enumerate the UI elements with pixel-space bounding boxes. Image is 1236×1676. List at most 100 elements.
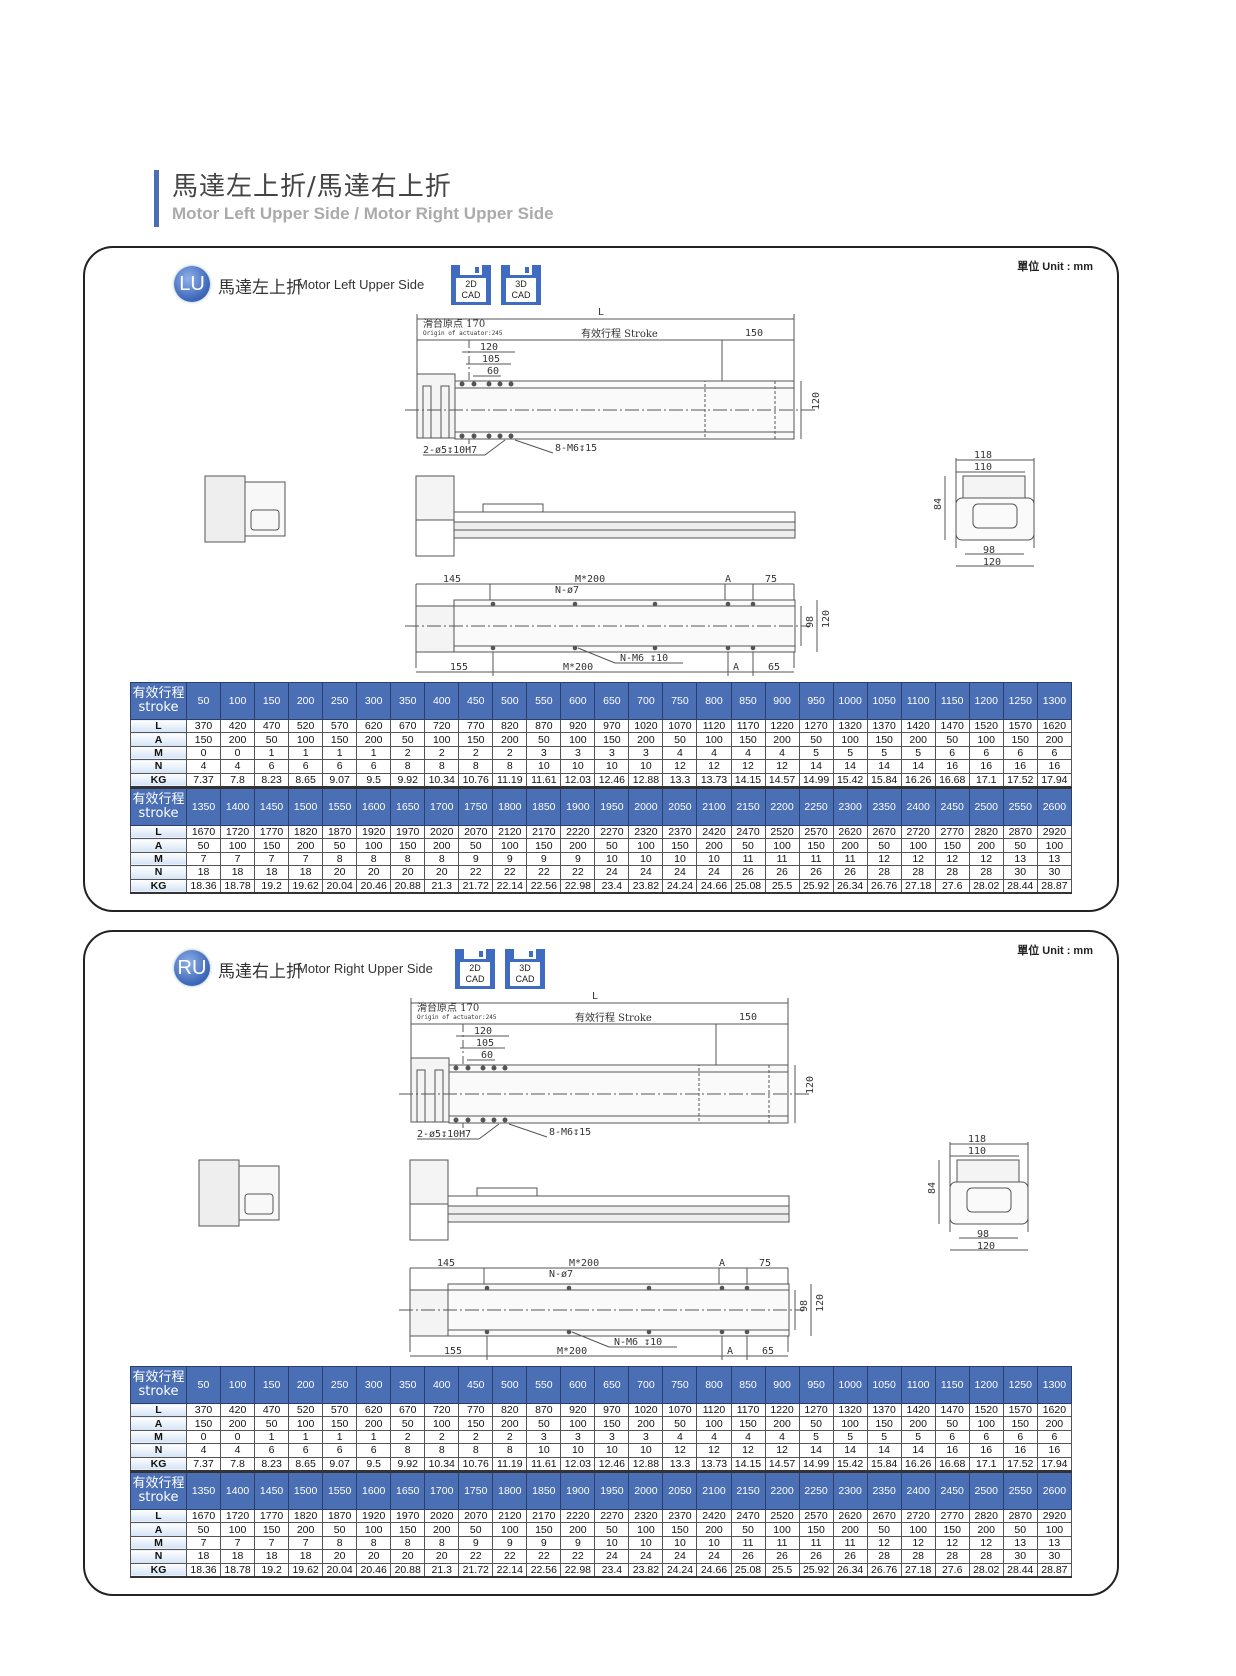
table-cell: 12.88 (628, 772, 664, 789)
table-cell: 10 (594, 1535, 630, 1551)
table-cell: 2 (492, 745, 528, 761)
dim-label: 65 (768, 662, 780, 673)
table-cell: 200 (764, 1416, 800, 1431)
table-cell: 28.87 (1036, 878, 1073, 894)
table-cell: 8 (492, 1443, 528, 1458)
table-cell: 22.56 (526, 878, 562, 894)
table-cell: 9.07 (322, 772, 358, 789)
dim-label: 84 (927, 1182, 938, 1194)
table-cell: 670 (390, 718, 426, 734)
stroke-value: 1700 (424, 785, 460, 826)
table-cell: 22 (492, 1549, 528, 1564)
table-cell: 25.5 (764, 1562, 800, 1578)
stroke-value: 200 (288, 1366, 324, 1404)
table-cell: 30 (1036, 1549, 1073, 1564)
stroke-value: 1200 (968, 1366, 1004, 1404)
table-cell: 6 (322, 1443, 358, 1458)
table-cell: 2 (390, 1429, 426, 1445)
table-cell: 12 (934, 1535, 970, 1551)
table-cell: 7.37 (185, 772, 222, 789)
table-cell: 10 (696, 851, 732, 867)
table-cell: 8 (458, 759, 494, 774)
table-cell: 100 (764, 1522, 800, 1537)
table-cell: 10 (526, 1443, 562, 1458)
table-cell: 24.24 (662, 878, 698, 894)
table-cell: 11 (764, 851, 800, 867)
stroke-value: 700 (628, 682, 664, 720)
table-cell: 1620 (1036, 1402, 1073, 1418)
table-cell: 6 (968, 1429, 1004, 1445)
table-cell: 26 (730, 1549, 766, 1564)
table-cell: 2 (458, 745, 494, 761)
floppy-disk-icon (510, 265, 532, 275)
row-label: KG (130, 1456, 187, 1473)
stroke-value: 900 (764, 1366, 800, 1404)
table-cell: 25.08 (730, 1562, 766, 1578)
table-cell: 12 (730, 759, 766, 774)
table-cell: 11 (764, 1535, 800, 1551)
table-cell: 150 (866, 1416, 902, 1431)
table-cell: 4 (185, 1443, 222, 1458)
stroke-value: 1100 (900, 1366, 936, 1404)
dim-label: 滑台原点 170 (417, 1001, 479, 1014)
table-cell: 720 (424, 718, 460, 734)
stroke-value: 50 (185, 682, 222, 720)
table-cell: 1 (254, 1429, 290, 1445)
stroke-value: 750 (662, 682, 698, 720)
stroke-value: 2550 (1002, 1469, 1038, 1510)
table-cell: 150 (662, 1522, 698, 1537)
badge-ru: RU (174, 950, 210, 986)
table-cell: 200 (968, 1522, 1004, 1537)
table-cell: 1720 (220, 824, 256, 840)
table-cell: 14 (798, 1443, 834, 1458)
table-cell: 4 (730, 1429, 766, 1445)
table-cell: 8 (356, 1535, 392, 1551)
dim-label: 155 (444, 1346, 462, 1357)
table-cell: 4 (220, 759, 256, 774)
panel-title-zh: 馬達右上折 (218, 962, 303, 982)
table-cell: 18 (254, 1549, 290, 1564)
table-cell: 12.03 (560, 772, 596, 789)
table-cell: 870 (526, 718, 562, 734)
table-cell: 21.72 (458, 878, 494, 894)
table-cell: 8.23 (254, 1456, 290, 1473)
table-cell: 50 (254, 732, 290, 747)
stroke-value: 1750 (458, 1469, 494, 1510)
table-cell: 23.82 (628, 878, 664, 894)
table-cell: 4 (764, 745, 800, 761)
table-cell: 16.26 (900, 772, 936, 789)
table-cell: 26 (764, 865, 800, 880)
table-cell: 2420 (696, 1508, 732, 1524)
table-cell: 20 (356, 865, 392, 880)
table-cell: 26 (832, 1549, 868, 1564)
table-cell: 14 (900, 759, 936, 774)
table-cell: 1520 (968, 1402, 1004, 1418)
table-cell: 1270 (798, 718, 834, 734)
table-cell: 2270 (594, 824, 630, 840)
table-cell: 50 (662, 1416, 698, 1431)
table-cell: 24 (628, 1549, 664, 1564)
dim-label: Origin of actuator:245 (417, 1014, 497, 1021)
stroke-header-zh: 有效行程 (132, 791, 185, 807)
table-cell: 100 (696, 1416, 732, 1431)
table-cell: 18 (288, 1549, 324, 1564)
table-cell: 24 (696, 1549, 732, 1564)
table-cell: 26 (798, 1549, 834, 1564)
table-cell: 5 (866, 745, 902, 761)
table-cell: 2070 (458, 824, 494, 840)
table-cell: 27.6 (934, 878, 970, 894)
dim-label: 60 (481, 1050, 493, 1061)
row-label: A (130, 1416, 187, 1431)
table-cell: 28 (968, 865, 1004, 880)
table-cell: 2220 (560, 824, 596, 840)
table-cell: 8 (424, 851, 460, 867)
table-cell: 200 (1036, 1416, 1073, 1431)
dim-label: 8-M6↧15 (549, 1127, 591, 1138)
stroke-value: 2150 (730, 785, 766, 826)
